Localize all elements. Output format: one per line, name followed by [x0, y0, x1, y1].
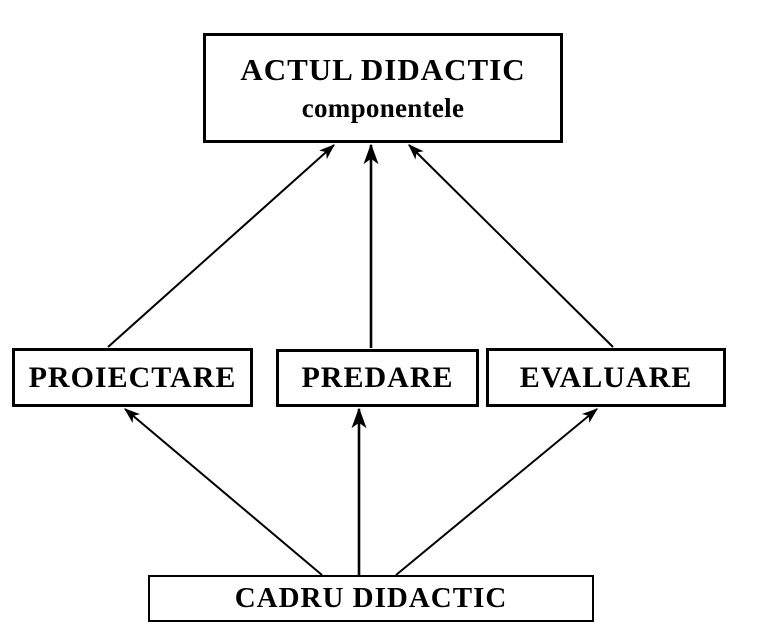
node-cadru-didactic[interactable]: CADRU DIDACTIC: [148, 575, 594, 622]
edge-proiectare-to-actul: [107, 144, 335, 348]
node-cadru-didactic-label: CADRU DIDACTIC: [234, 582, 508, 615]
edge-evaluare-to-actul: [408, 144, 614, 348]
node-actul-didactic-subtitle: componentele: [301, 93, 465, 124]
edge-cadru-to-proiectare: [124, 408, 323, 576]
node-proiectare-label: PROIECTARE: [28, 360, 237, 394]
node-proiectare[interactable]: PROIECTARE: [12, 348, 253, 407]
edge-cadru-to-evaluare: [395, 408, 598, 576]
node-actul-didactic[interactable]: ACTUL DIDACTIC componentele: [203, 33, 563, 143]
node-evaluare-label: EVALUARE: [519, 360, 693, 394]
node-actul-didactic-title: ACTUL DIDACTIC: [240, 51, 526, 87]
node-evaluare[interactable]: EVALUARE: [486, 348, 726, 407]
node-predare[interactable]: PREDARE: [276, 349, 479, 407]
node-predare-label: PREDARE: [301, 361, 454, 395]
